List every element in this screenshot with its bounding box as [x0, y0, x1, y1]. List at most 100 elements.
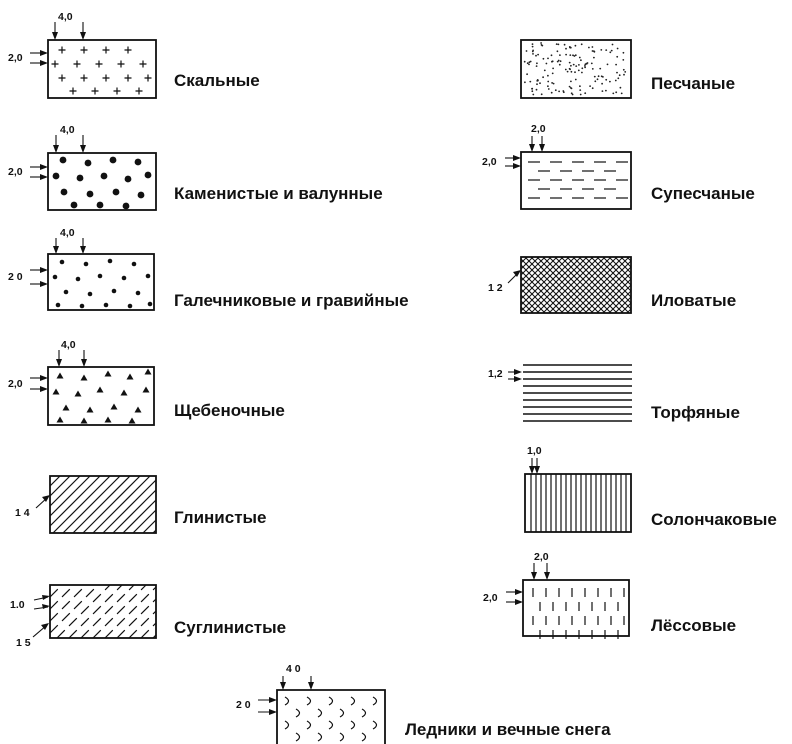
legend-item-peat: 1,2 Торфяные: [488, 364, 740, 422]
glacier-dim-arrows: [258, 676, 314, 715]
glacier-pattern: [284, 696, 378, 742]
stony-dim-vertical: 2,0: [8, 166, 23, 178]
stony-swatch: [47, 152, 157, 211]
clay-label: Глинистые: [174, 508, 267, 527]
cross-mark: [117, 60, 125, 68]
stipple-dot: [531, 90, 534, 93]
sandy-loam-swatch: [520, 151, 632, 210]
arc-mark: [328, 720, 334, 730]
crosshatch-line: [584, 256, 632, 304]
cross-mark: [102, 74, 110, 82]
crosshatch-line: [524, 256, 582, 314]
dot-mark: [122, 202, 130, 210]
peat-dim-arrows: [508, 369, 522, 382]
hatch-line: [72, 475, 131, 534]
arc-mark: [339, 732, 345, 742]
stipple-dot: [600, 49, 603, 51]
dot-mark: [147, 301, 153, 307]
loam-label: Суглинистые: [174, 618, 286, 637]
cross-mark: [124, 74, 132, 82]
crosshatch-line: [520, 258, 576, 314]
hatch-line: [122, 499, 157, 534]
stipple-dot: [601, 90, 604, 92]
stipple-dot: [566, 70, 569, 73]
silty-dim-arrows: [507, 270, 521, 284]
dash-hatch-line: [140, 622, 157, 639]
stipple-dot: [584, 92, 587, 95]
triangle-mark: [144, 368, 152, 375]
crosshatch-line: [566, 256, 624, 314]
stipple-dot: [616, 47, 619, 50]
pebble-dim-arrows: [30, 238, 86, 287]
stipple-dot: [591, 46, 594, 48]
clay-dim-arrows: [35, 495, 50, 509]
stipple-dot: [570, 80, 572, 83]
stipple-dot: [605, 89, 607, 92]
pebble-swatch: [47, 253, 155, 311]
loam-swatch: [49, 584, 157, 639]
stipple-dot: [589, 85, 591, 87]
dot-mark: [121, 275, 127, 281]
dot-mark: [124, 175, 132, 183]
stipple-dot: [526, 62, 529, 65]
stipple-dot: [577, 69, 580, 72]
rocky-label: Скальные: [174, 71, 260, 90]
stipple-dot: [569, 87, 572, 89]
stipple-dot: [616, 55, 619, 58]
crosshatch-line: [520, 288, 546, 314]
stipple-dot: [557, 43, 560, 46]
stipple-dot: [572, 54, 574, 57]
stipple-dot: [568, 85, 571, 88]
triangle-mark: [128, 417, 136, 424]
clay-pattern: [49, 475, 157, 534]
silty-dim: 1 2: [488, 282, 503, 294]
triangle-mark: [142, 386, 150, 393]
stipple-dot: [568, 67, 571, 70]
stipple-dot: [596, 78, 599, 81]
dot-mark: [137, 191, 145, 199]
stipple-dot: [564, 68, 567, 71]
silty-swatch: [520, 256, 632, 314]
crosshatch-line: [542, 256, 600, 314]
stipple-dot: [614, 79, 617, 82]
saline-dim: 1,0: [527, 445, 542, 457]
stipple-dot: [615, 91, 618, 94]
glacier-swatch: [276, 689, 386, 744]
stipple-dot: [616, 71, 618, 74]
stipple-dot: [559, 60, 562, 63]
saline-label: Солончаковые: [651, 510, 777, 529]
cross-mark: [135, 87, 143, 95]
hatch-line: [49, 475, 101, 527]
stipple-dot: [581, 67, 584, 70]
arc-mark: [372, 720, 378, 730]
legend-item-pebble: 4,0 2 0 Галечниковые и гравийные: [8, 227, 409, 311]
legend-item-rocky: 4,0 2,0 Скальные: [8, 11, 260, 99]
stipple-dot: [570, 70, 573, 73]
dot-mark: [83, 261, 89, 267]
cross-mark: [139, 60, 147, 68]
arc-mark: [339, 708, 345, 718]
dot-mark: [111, 288, 117, 294]
loam-dim-bottom: 1 5: [16, 637, 31, 649]
stipple-dot: [565, 47, 567, 50]
stipple-dot: [562, 90, 565, 92]
arc-mark: [350, 696, 356, 706]
stipple-dot: [594, 80, 597, 83]
dot-mark: [55, 302, 61, 308]
loess-dim-vertical: 2,0: [483, 592, 498, 604]
crosshatch-line: [578, 256, 632, 310]
stipple-dot: [599, 67, 602, 70]
hatch-line: [49, 475, 61, 487]
dot-mark: [107, 258, 113, 264]
stipple-dot: [555, 43, 558, 45]
loess-dim-horizontal: 2,0: [534, 551, 549, 563]
rocky-pattern: [51, 46, 152, 95]
cross-mark: [124, 46, 132, 54]
hatch-line: [82, 475, 141, 534]
triangle-mark: [80, 374, 88, 381]
triangle-mark: [134, 406, 142, 413]
pebble-label: Галечниковые и гравийные: [174, 291, 409, 310]
legend-item-clay: 1 4 Глинистые: [15, 475, 267, 534]
stipple-dot: [569, 54, 572, 56]
stipple-dot: [556, 50, 559, 53]
